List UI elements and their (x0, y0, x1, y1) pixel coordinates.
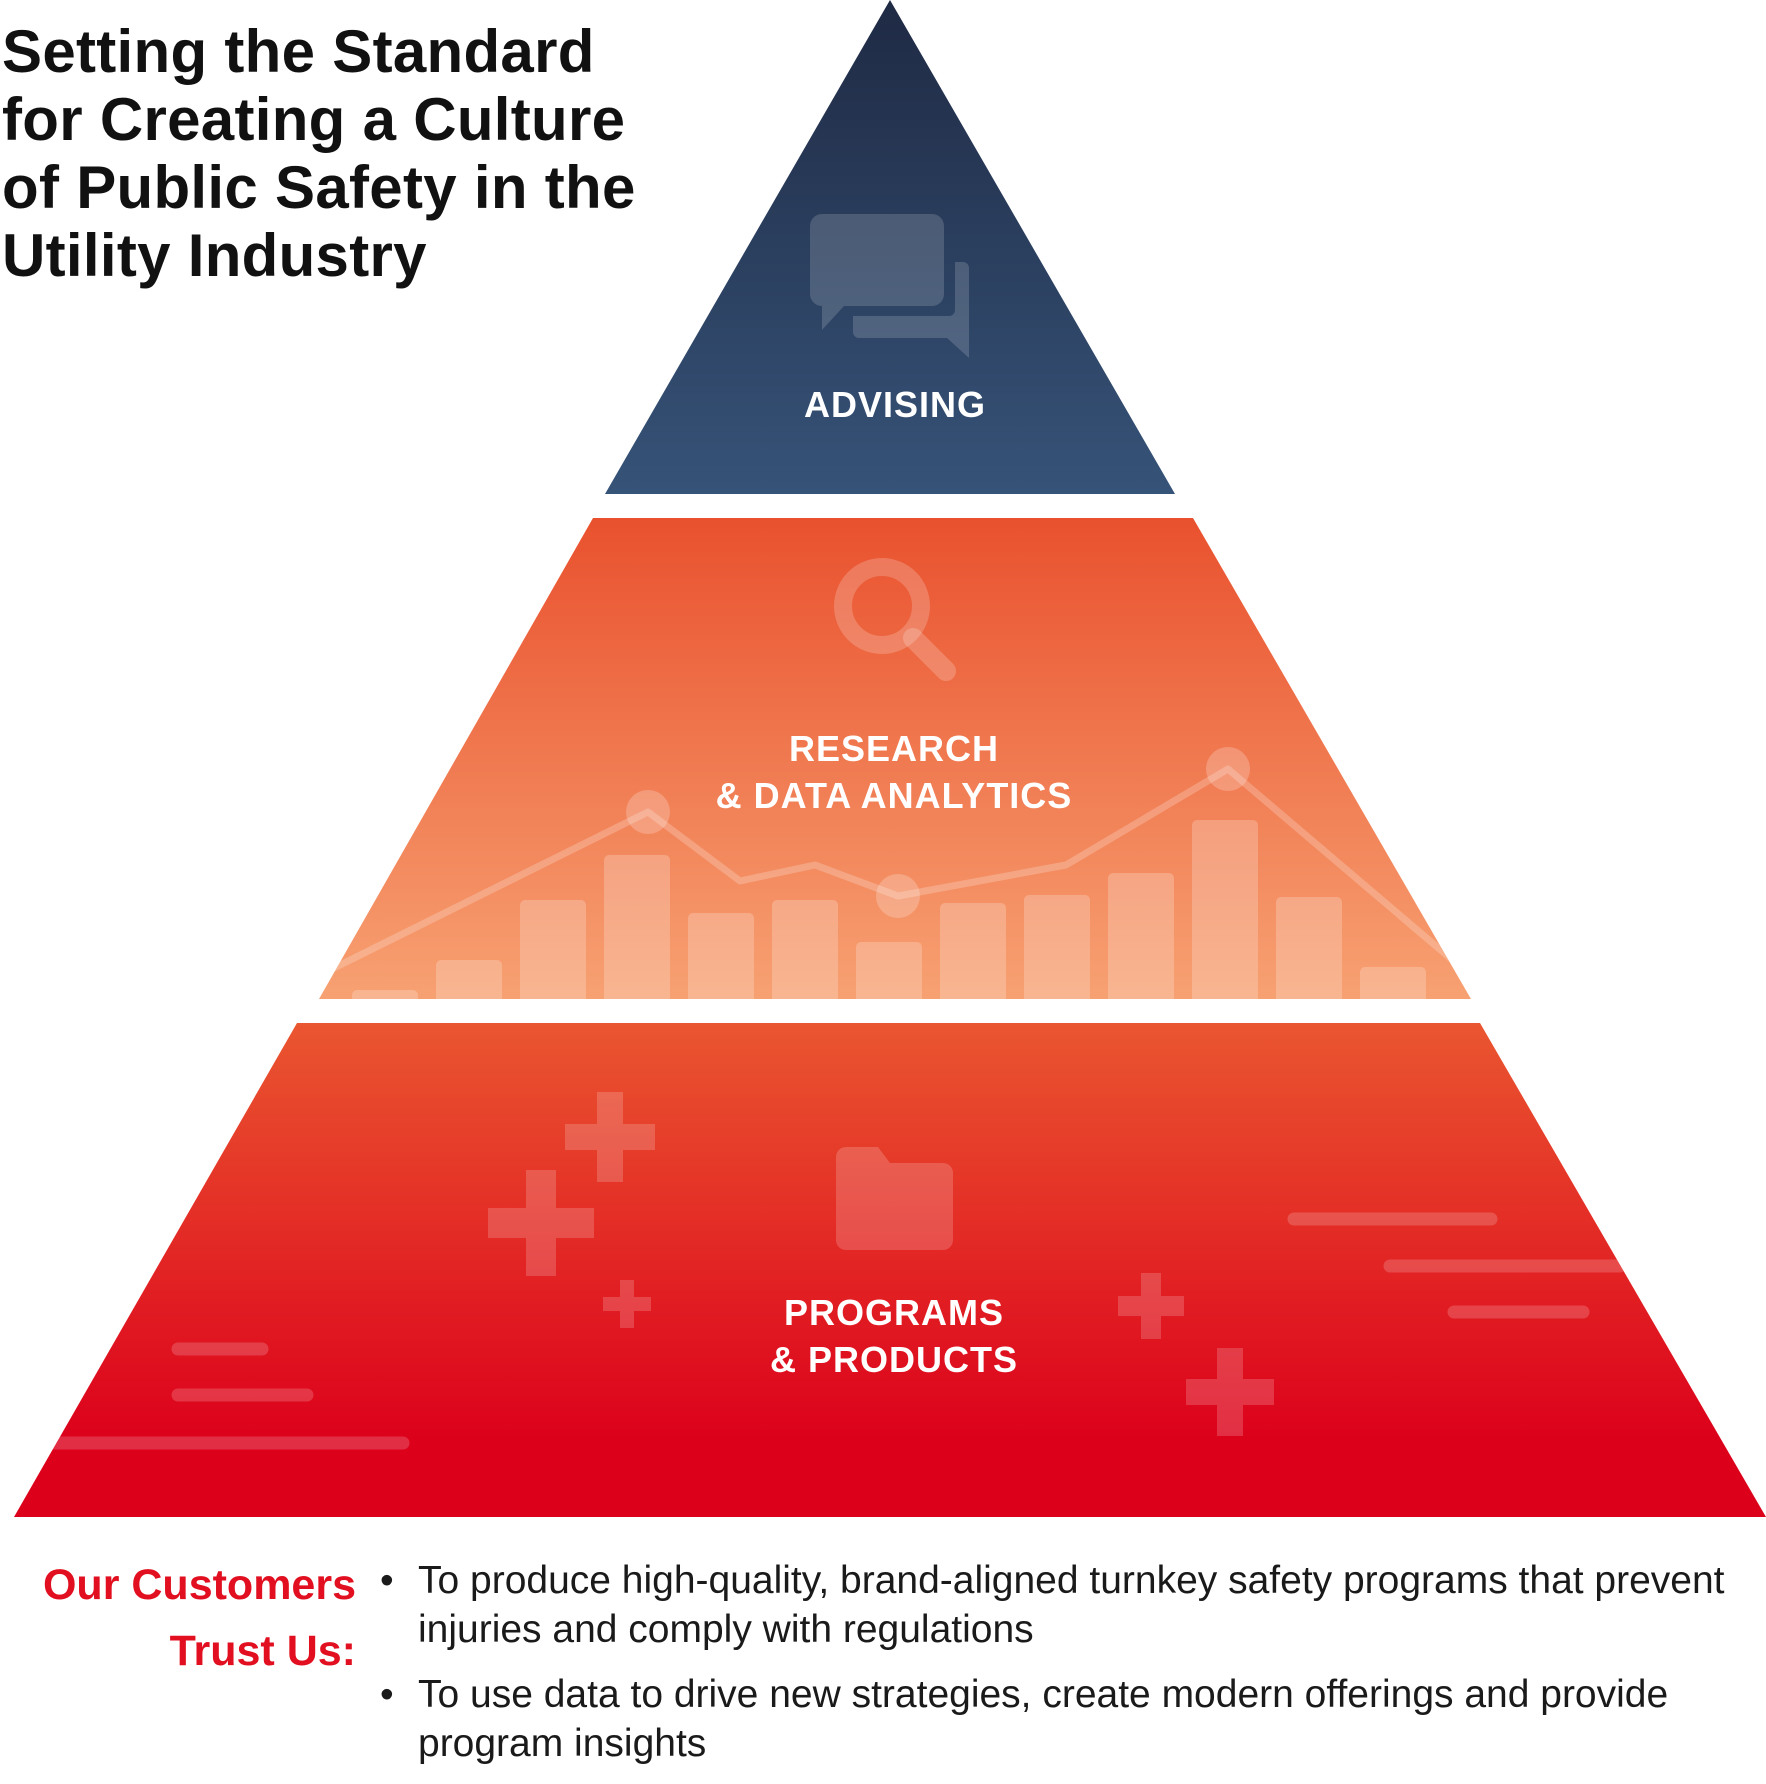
backdrop-bar (772, 900, 838, 999)
backdrop-bar (604, 855, 670, 999)
tier-programs-shape (14, 1023, 1766, 1517)
backdrop-point (876, 874, 920, 918)
trust-line-1: Our Customers (42, 1561, 356, 1609)
trust-line-2: Trust Us: (169, 1627, 356, 1675)
tier-advising-shape (605, 0, 1175, 494)
bullet-item: • To produce high-quality, brand-aligned… (380, 1556, 1750, 1654)
bullet-dot: • (380, 1559, 394, 1602)
bullet-text: To produce high-quality, brand-aligned t… (418, 1559, 1725, 1651)
title-line-3: of Public Safety in the (2, 154, 636, 221)
backdrop-point (626, 790, 670, 834)
tier-research-label-line1: RESEARCH (789, 728, 999, 769)
tier-advising: ADVISING (605, 0, 1175, 494)
backdrop-bar (940, 903, 1006, 999)
tier-research-shape (319, 518, 1471, 999)
plus-shape (1186, 1348, 1274, 1436)
backdrop-bar (1276, 897, 1342, 999)
programs-backdrop (33, 1092, 1627, 1450)
backdrop-bar (1024, 895, 1090, 999)
title-line-4: Utility Industry (2, 222, 427, 289)
tier-advising-label: ADVISING (804, 384, 986, 425)
backdrop-bar (520, 900, 586, 999)
backdrop-bar (688, 913, 754, 999)
plus-shape (603, 1280, 651, 1328)
page-title: Setting the Standard for Creating a Cult… (2, 18, 702, 290)
tier-research: RESEARCH & DATA ANALYTICS (319, 518, 1471, 999)
backdrop-bar (352, 990, 418, 999)
plus-shape (488, 1170, 594, 1276)
magnifier-icon (834, 558, 956, 681)
bullet-item: • To use data to drive new strategies, c… (380, 1670, 1750, 1768)
bullet-text: To use data to drive new strategies, cre… (418, 1673, 1669, 1765)
tier-research-label-line2: & DATA ANALYTICS (716, 775, 1073, 816)
backdrop-bar (436, 960, 502, 999)
title-line-1: Setting the Standard (2, 18, 595, 85)
backdrop-bar (1360, 967, 1426, 999)
backdrop-bar (1108, 873, 1174, 999)
trust-bullet-list: • To produce high-quality, brand-aligned… (380, 1556, 1750, 1784)
bullet-dot: • (380, 1673, 394, 1716)
tier-programs: PROGRAMS & PRODUCTS (14, 1023, 1766, 1517)
tier-programs-label-line1: PROGRAMS (784, 1292, 1004, 1333)
title-line-2: for Creating a Culture (2, 86, 626, 153)
chat-bubbles-icon (810, 214, 969, 358)
backdrop-bar (1192, 820, 1258, 999)
tier-programs-label-line2: & PRODUCTS (770, 1339, 1018, 1380)
folder-icon (836, 1147, 953, 1250)
plus-shape (565, 1092, 655, 1182)
analytics-backdrop (319, 747, 1471, 999)
backdrop-trend-line (319, 765, 1471, 979)
plus-shape (1118, 1273, 1184, 1339)
backdrop-bar (856, 942, 922, 999)
backdrop-point (1206, 747, 1250, 791)
customers-trust-heading: Our Customers Trust Us: (43, 1552, 356, 1684)
